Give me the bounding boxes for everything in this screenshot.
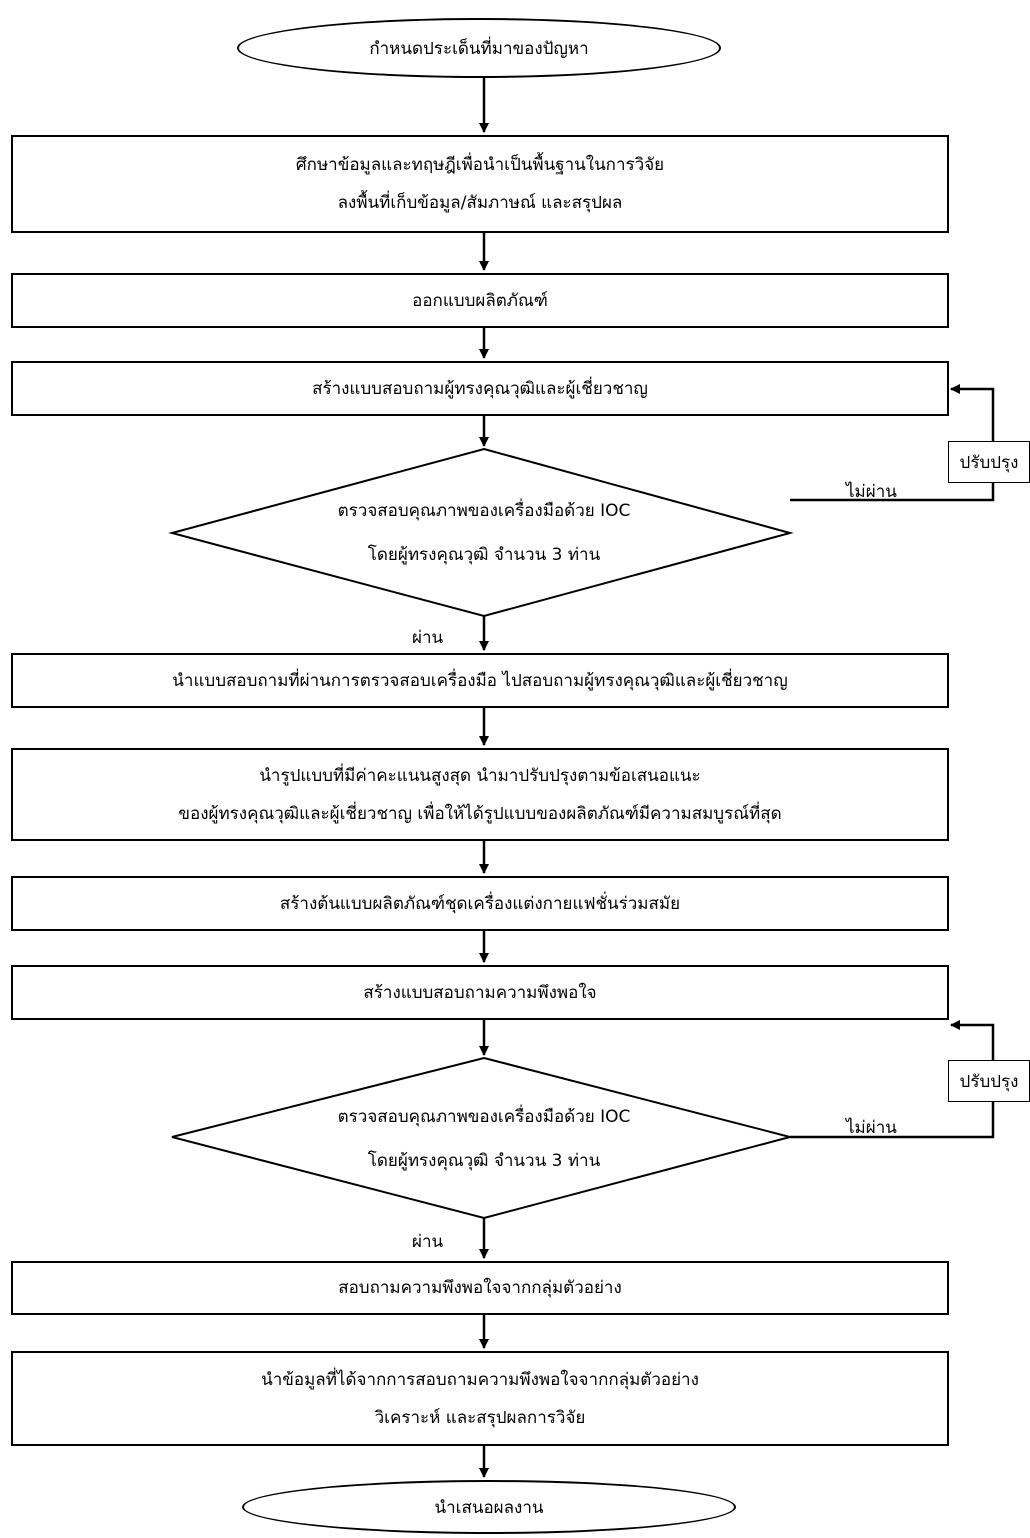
revise-label-2: ปรับปรุง (959, 1071, 1019, 1092)
decision-2-line-2: โดยผู้ทรงคุณวุฒิ จำนวน 3 ท่าน (367, 1151, 601, 1171)
decision-1-text: ตรวจสอบคุณภาพของเครื่องมือด้วย IOC โดยผู… (234, 489, 734, 577)
step-analyze: นำข้อมูลที่ได้จากการสอบถามความพึงพอใจจาก… (11, 1351, 949, 1446)
step-improve-line-1: นำรูปแบบที่มีค่าคะแนนสูงสุด นำมาปรับปรุง… (259, 765, 701, 786)
step-questionnaire-1-label: สร้างแบบสอบถามผู้ทรงคุณวุฒิและผู้เชี่ยวช… (312, 378, 648, 399)
decision-diamond-2 (171, 1056, 794, 1220)
step-questionnaire-1: สร้างแบบสอบถามผู้ทรงคุณวุฒิและผู้เชี่ยวช… (11, 361, 949, 416)
step-survey: สอบถามความพึงพอใจจากกลุ่มตัวอย่าง (11, 1261, 949, 1315)
step-study-line-2: ลงพื้นที่เก็บข้อมูล/สัมภาษณ์ และสรุปผล (337, 193, 623, 213)
start-terminator: กำหนดประเด็นที่มาของปัญหา (237, 18, 721, 78)
revise-box-2: ปรับปรุง (948, 1060, 1030, 1102)
step-apply-label: นำแบบสอบถามที่ผ่านการตรวจสอบเครื่องมือ ไ… (172, 670, 788, 691)
step-survey-label: สอบถามความพึงพอใจจากกลุ่มตัวอย่าง (338, 1278, 622, 1298)
step-improve: นำรูปแบบที่มีค่าคะแนนสูงสุด นำมาปรับปรุง… (11, 748, 949, 841)
end-label: นำเสนอผลงาน (434, 1497, 544, 1518)
decision-2-text: ตรวจสอบคุณภาพของเครื่องมือด้วย IOC โดยผู… (234, 1095, 734, 1183)
step-study: ศึกษาข้อมูลและทฤษฎีเพื่อนำเป็นพื้นฐานในก… (11, 135, 949, 233)
step-questionnaire-2-label: สร้างแบบสอบถามความพึงพอใจ (363, 982, 597, 1003)
step-apply: นำแบบสอบถามที่ผ่านการตรวจสอบเครื่องมือ ไ… (11, 653, 949, 708)
step-improve-line-2: ของผู้ทรงคุณวุฒิและผู้เชี่ยวชาญ เพื่อให้… (178, 803, 782, 824)
step-prototype: สร้างต้นแบบผลิตภัณฑ์ชุดเครื่องแต่งกายแฟช… (11, 876, 949, 931)
start-label: กำหนดประเด็นที่มาของปัญหา (369, 38, 589, 59)
decision-2-fail-label: ไม่ผ่าน (846, 1118, 897, 1138)
revise-label-1: ปรับปรุง (959, 452, 1019, 473)
step-study-line-1: ศึกษาข้อมูลและทฤษฎีเพื่อนำเป็นพื้นฐานในก… (295, 155, 665, 175)
step-design: ออกแบบผลิตภัณฑ์ (11, 273, 949, 328)
decision-diamond-1 (168, 447, 794, 618)
step-analyze-line-2: วิเคราะห์ และสรุปผลการวิจัย (374, 1407, 586, 1428)
step-questionnaire-2: สร้างแบบสอบถามความพึงพอใจ (11, 965, 949, 1020)
revise-box-1: ปรับปรุง (948, 441, 1030, 483)
decision-1-line-2: โดยผู้ทรงคุณวุฒิ จำนวน 3 ท่าน (367, 545, 601, 565)
step-prototype-label: สร้างต้นแบบผลิตภัณฑ์ชุดเครื่องแต่งกายแฟช… (279, 893, 681, 914)
end-terminator: นำเสนอผลงาน (242, 1480, 736, 1534)
step-analyze-line-1: นำข้อมูลที่ได้จากการสอบถามความพึงพอใจจาก… (261, 1369, 699, 1390)
decision-2-pass-label: ผ่าน (412, 1232, 444, 1252)
decision-2-line-1: ตรวจสอบคุณภาพของเครื่องมือด้วย IOC (337, 1107, 631, 1127)
decision-1-line-1: ตรวจสอบคุณภาพของเครื่องมือด้วย IOC (337, 501, 631, 521)
decision-1-pass-label: ผ่าน (412, 628, 444, 648)
step-design-label: ออกแบบผลิตภัณฑ์ (412, 290, 548, 311)
decision-1-fail-label: ไม่ผ่าน (846, 482, 897, 502)
